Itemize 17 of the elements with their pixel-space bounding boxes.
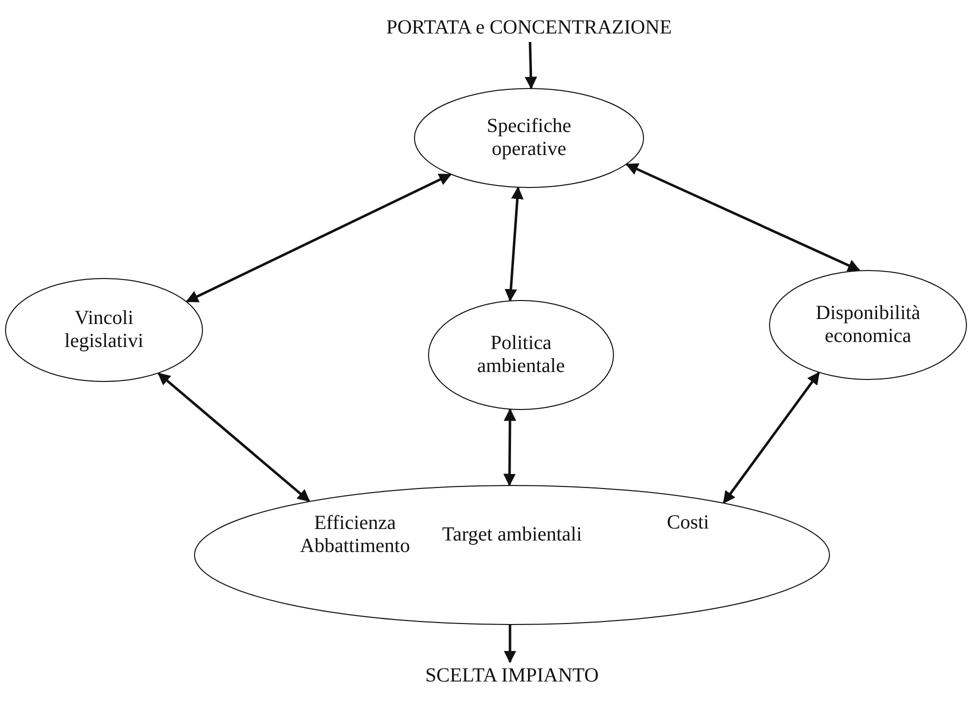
double-arrow [722,372,820,504]
double-arrow [186,173,452,303]
node-label: Costi [666,512,710,534]
double-arrow [158,372,310,502]
node-label: Efficienza Abbattimento [299,512,411,558]
node-label: Politica ambientale [476,332,566,378]
double-arrow [504,186,524,302]
double-arrow [626,163,860,272]
node-label: Specifiche operative [486,115,572,161]
flow-label: SCELTA IMPIANTO [424,664,600,688]
arrow [524,42,538,90]
double-arrow [503,408,516,486]
flow-label: PORTATA e CONCENTRAZIONE [385,16,673,40]
node-label: Vincoli legislativi [64,307,144,353]
node-label: Target ambientali [442,524,582,546]
node-label: Disponibilità economica [814,302,922,348]
arrow [504,625,516,664]
